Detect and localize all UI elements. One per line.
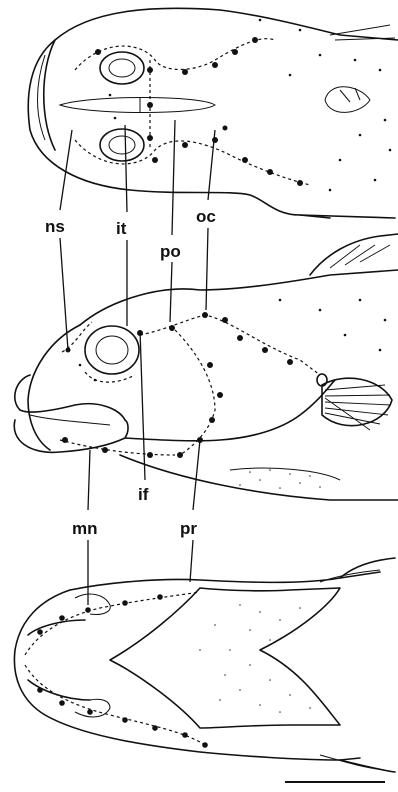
- dorsal-interorbital: [60, 98, 215, 113]
- lateral-view: [14, 234, 398, 500]
- lateral-pelvic-fin: [230, 468, 340, 480]
- lateral-supraorbital-canal: [140, 315, 320, 375]
- label-oc: oc: [196, 207, 216, 226]
- lateral-mandibular-canal: [60, 440, 175, 455]
- label-it: it: [116, 219, 127, 238]
- label-if: if: [138, 485, 149, 504]
- dorsal-snout: [44, 40, 55, 150]
- dorsal-eye-upper: [100, 52, 144, 84]
- leader-if: [140, 330, 145, 480]
- label-po: po: [160, 242, 181, 261]
- label-pr: pr: [180, 519, 197, 538]
- lateral-body-top: [80, 270, 398, 325]
- dorsal-eye-lower: [100, 129, 144, 161]
- lateral-operculum: [125, 380, 335, 441]
- leader-pr: [193, 440, 200, 510]
- dorsal-canal-b: [75, 140, 310, 185]
- ventral-stipple: [199, 604, 311, 713]
- label-mn: mn: [72, 519, 98, 538]
- dorsal-body-top: [220, 10, 398, 40]
- ventral-view: [14, 558, 395, 772]
- dorsal-head-outline: [28, 8, 330, 218]
- labels: ns it po oc if mn pr: [45, 207, 216, 538]
- dorsal-view: [28, 8, 398, 218]
- leader-mn: [88, 450, 90, 510]
- leader-oc: [208, 130, 215, 200]
- ventral-canal-lower: [25, 665, 205, 745]
- ventral-pelvic-v: [110, 588, 340, 728]
- lateral-scale-dots: [79, 299, 387, 382]
- leader-it: [125, 125, 127, 212]
- lateral-pores: [62, 312, 293, 458]
- dorsal-canal-a: [75, 39, 275, 70]
- ventral-pores: [37, 594, 208, 748]
- label-ns: ns: [45, 217, 65, 236]
- lateral-dorsal-fin: [310, 234, 398, 275]
- lateral-eye: [85, 326, 139, 374]
- lateral-pectoral-fin: [317, 374, 392, 430]
- leader-po: [172, 120, 175, 235]
- lateral-preopercular-canal: [175, 330, 215, 455]
